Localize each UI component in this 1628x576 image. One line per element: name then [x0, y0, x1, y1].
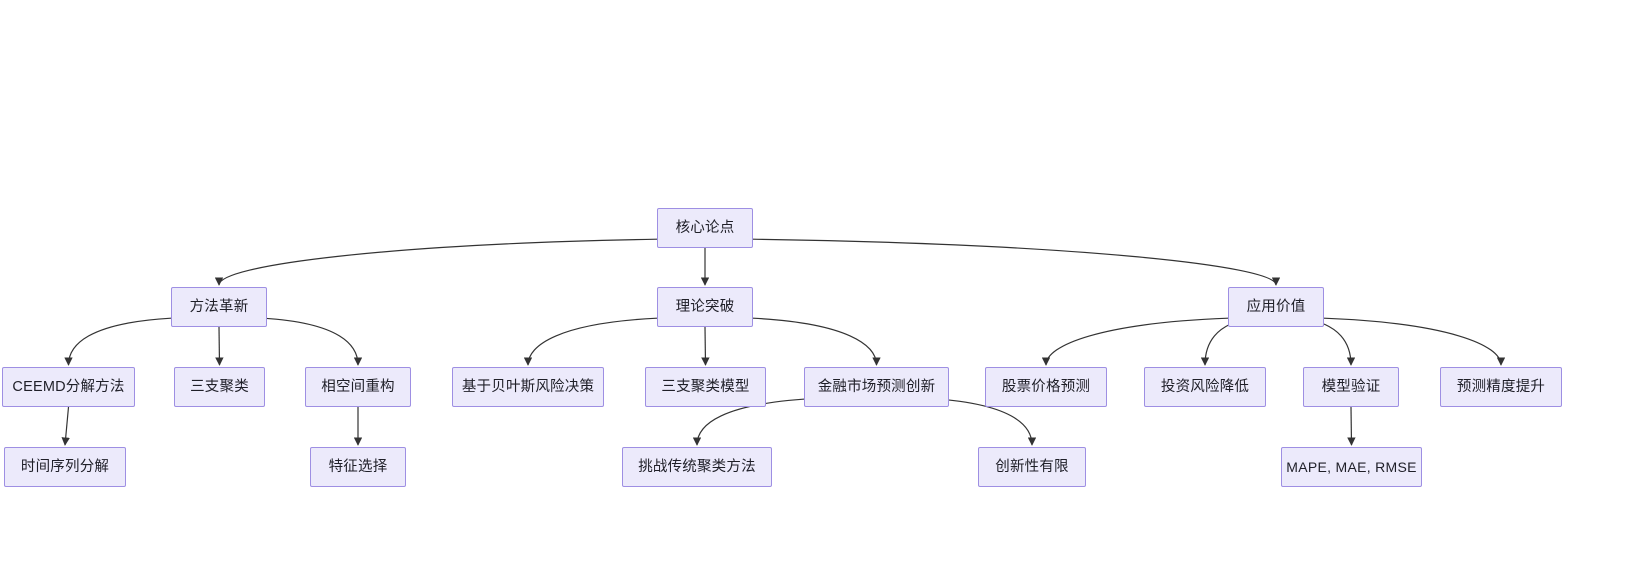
node-label: 挑战传统聚类方法 — [638, 458, 756, 475]
node-level-3[interactable]: MAPE, MAE, RMSE — [1281, 447, 1422, 487]
node-level-2[interactable]: 模型验证 — [1303, 367, 1399, 407]
node-level-2[interactable]: 三支聚类模型 — [645, 367, 766, 407]
root-node[interactable]: 核心论点 — [657, 208, 753, 248]
node-label: 股票价格预测 — [1001, 378, 1091, 395]
node-level-2[interactable]: CEEMD分解方法 — [2, 367, 135, 407]
node-level-2[interactable]: 三支聚类 — [174, 367, 265, 407]
node-level-3[interactable]: 时间序列分解 — [4, 447, 126, 487]
node-label: 相空间重构 — [321, 378, 395, 395]
node-label: 三支聚类 — [190, 378, 249, 395]
node-label: 理论突破 — [675, 298, 735, 315]
node-level-2[interactable]: 预测精度提升 — [1440, 367, 1562, 407]
node-level-2[interactable]: 基于贝叶斯风险决策 — [452, 367, 604, 407]
node-label: 预测精度提升 — [1456, 378, 1546, 395]
node-level-2[interactable]: 投资风险降低 — [1144, 367, 1266, 407]
node-label: 特征选择 — [328, 458, 388, 475]
node-label: CEEMD分解方法 — [12, 378, 125, 395]
node-level-3[interactable]: 挑战传统聚类方法 — [622, 447, 772, 487]
node-level-3[interactable]: 特征选择 — [310, 447, 406, 487]
node-label: MAPE, MAE, RMSE — [1286, 459, 1417, 475]
node-level-2[interactable]: 金融市场预测创新 — [804, 367, 949, 407]
node-label: 模型验证 — [1321, 378, 1381, 395]
node-label: 核心论点 — [675, 219, 735, 236]
node-label: 时间序列分解 — [20, 458, 110, 475]
node-label: 方法革新 — [189, 298, 249, 315]
node-label: 三支聚类模型 — [661, 378, 750, 395]
node-label: 创新性有限 — [995, 458, 1069, 475]
node-label: 应用价值 — [1246, 298, 1306, 315]
node-level-1[interactable]: 理论突破 — [657, 287, 753, 327]
node-level-2[interactable]: 相空间重构 — [305, 367, 411, 407]
node-level-1[interactable]: 方法革新 — [171, 287, 267, 327]
node-label: 基于贝叶斯风险决策 — [461, 378, 595, 395]
node-label: 金融市场预测创新 — [817, 378, 936, 395]
node-level-3[interactable]: 创新性有限 — [978, 447, 1086, 487]
node-level-2[interactable]: 股票价格预测 — [985, 367, 1107, 407]
node-level-1[interactable]: 应用价值 — [1228, 287, 1324, 327]
node-label: 投资风险降低 — [1160, 378, 1250, 395]
